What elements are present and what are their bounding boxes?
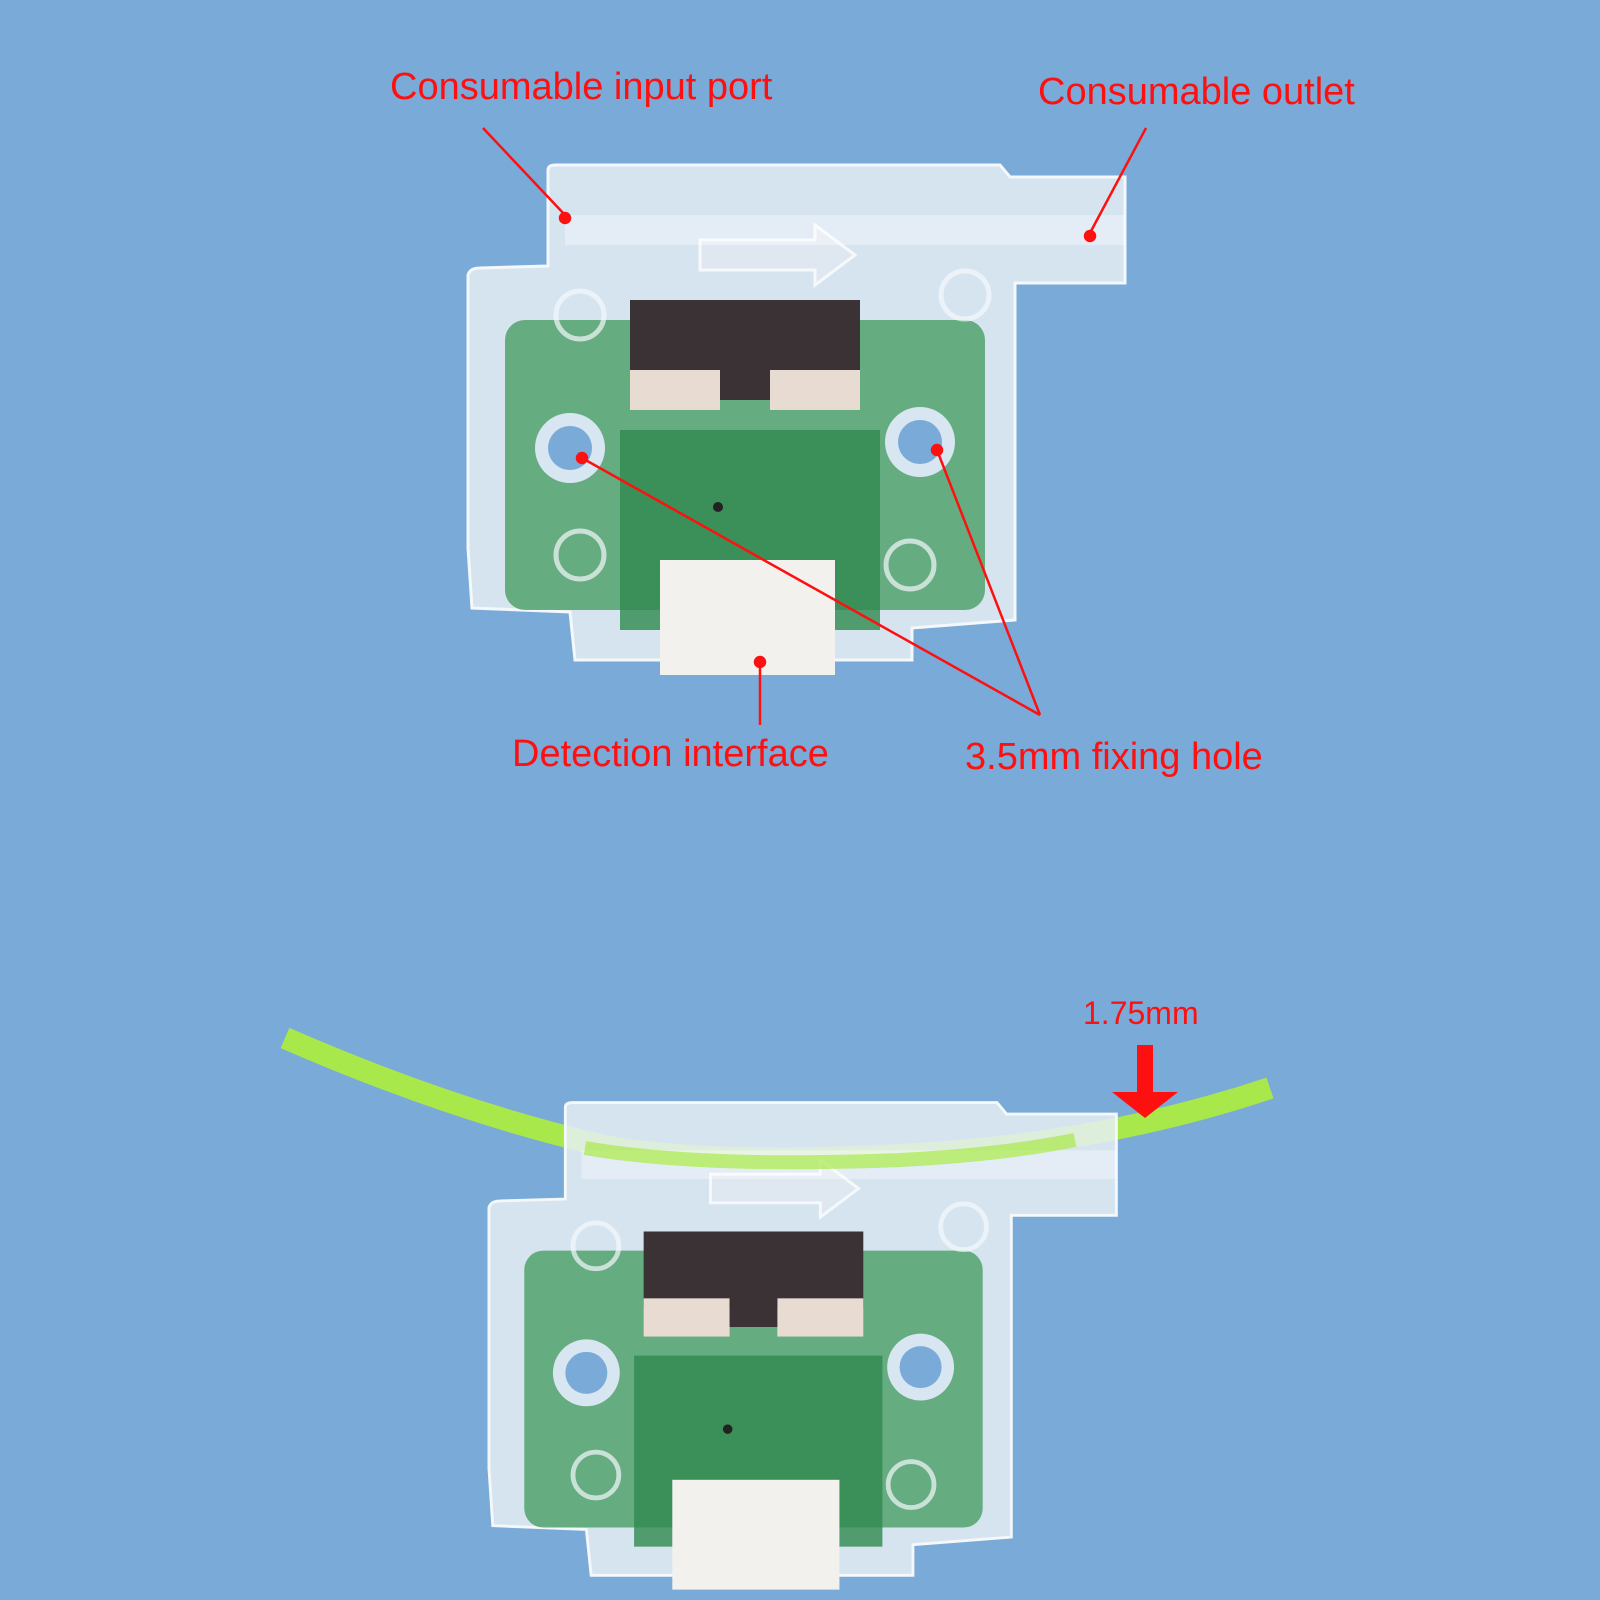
- label-detection-interface: Detection interface: [512, 733, 829, 775]
- label-input-port: Consumable input port: [390, 66, 773, 108]
- sensor-module-top: [468, 165, 1125, 675]
- label-outlet: Consumable outlet: [1038, 71, 1355, 113]
- arrow-down-icon: [1112, 1045, 1178, 1118]
- filament-inside: [583, 1133, 1077, 1170]
- label-fixing-hole: 3.5mm fixing hole: [965, 736, 1263, 778]
- annotation-leaders: [482, 127, 1148, 725]
- sensor-module-bottom: [489, 1103, 1116, 1590]
- label-filament-diameter: 1.75mm: [1083, 995, 1199, 1031]
